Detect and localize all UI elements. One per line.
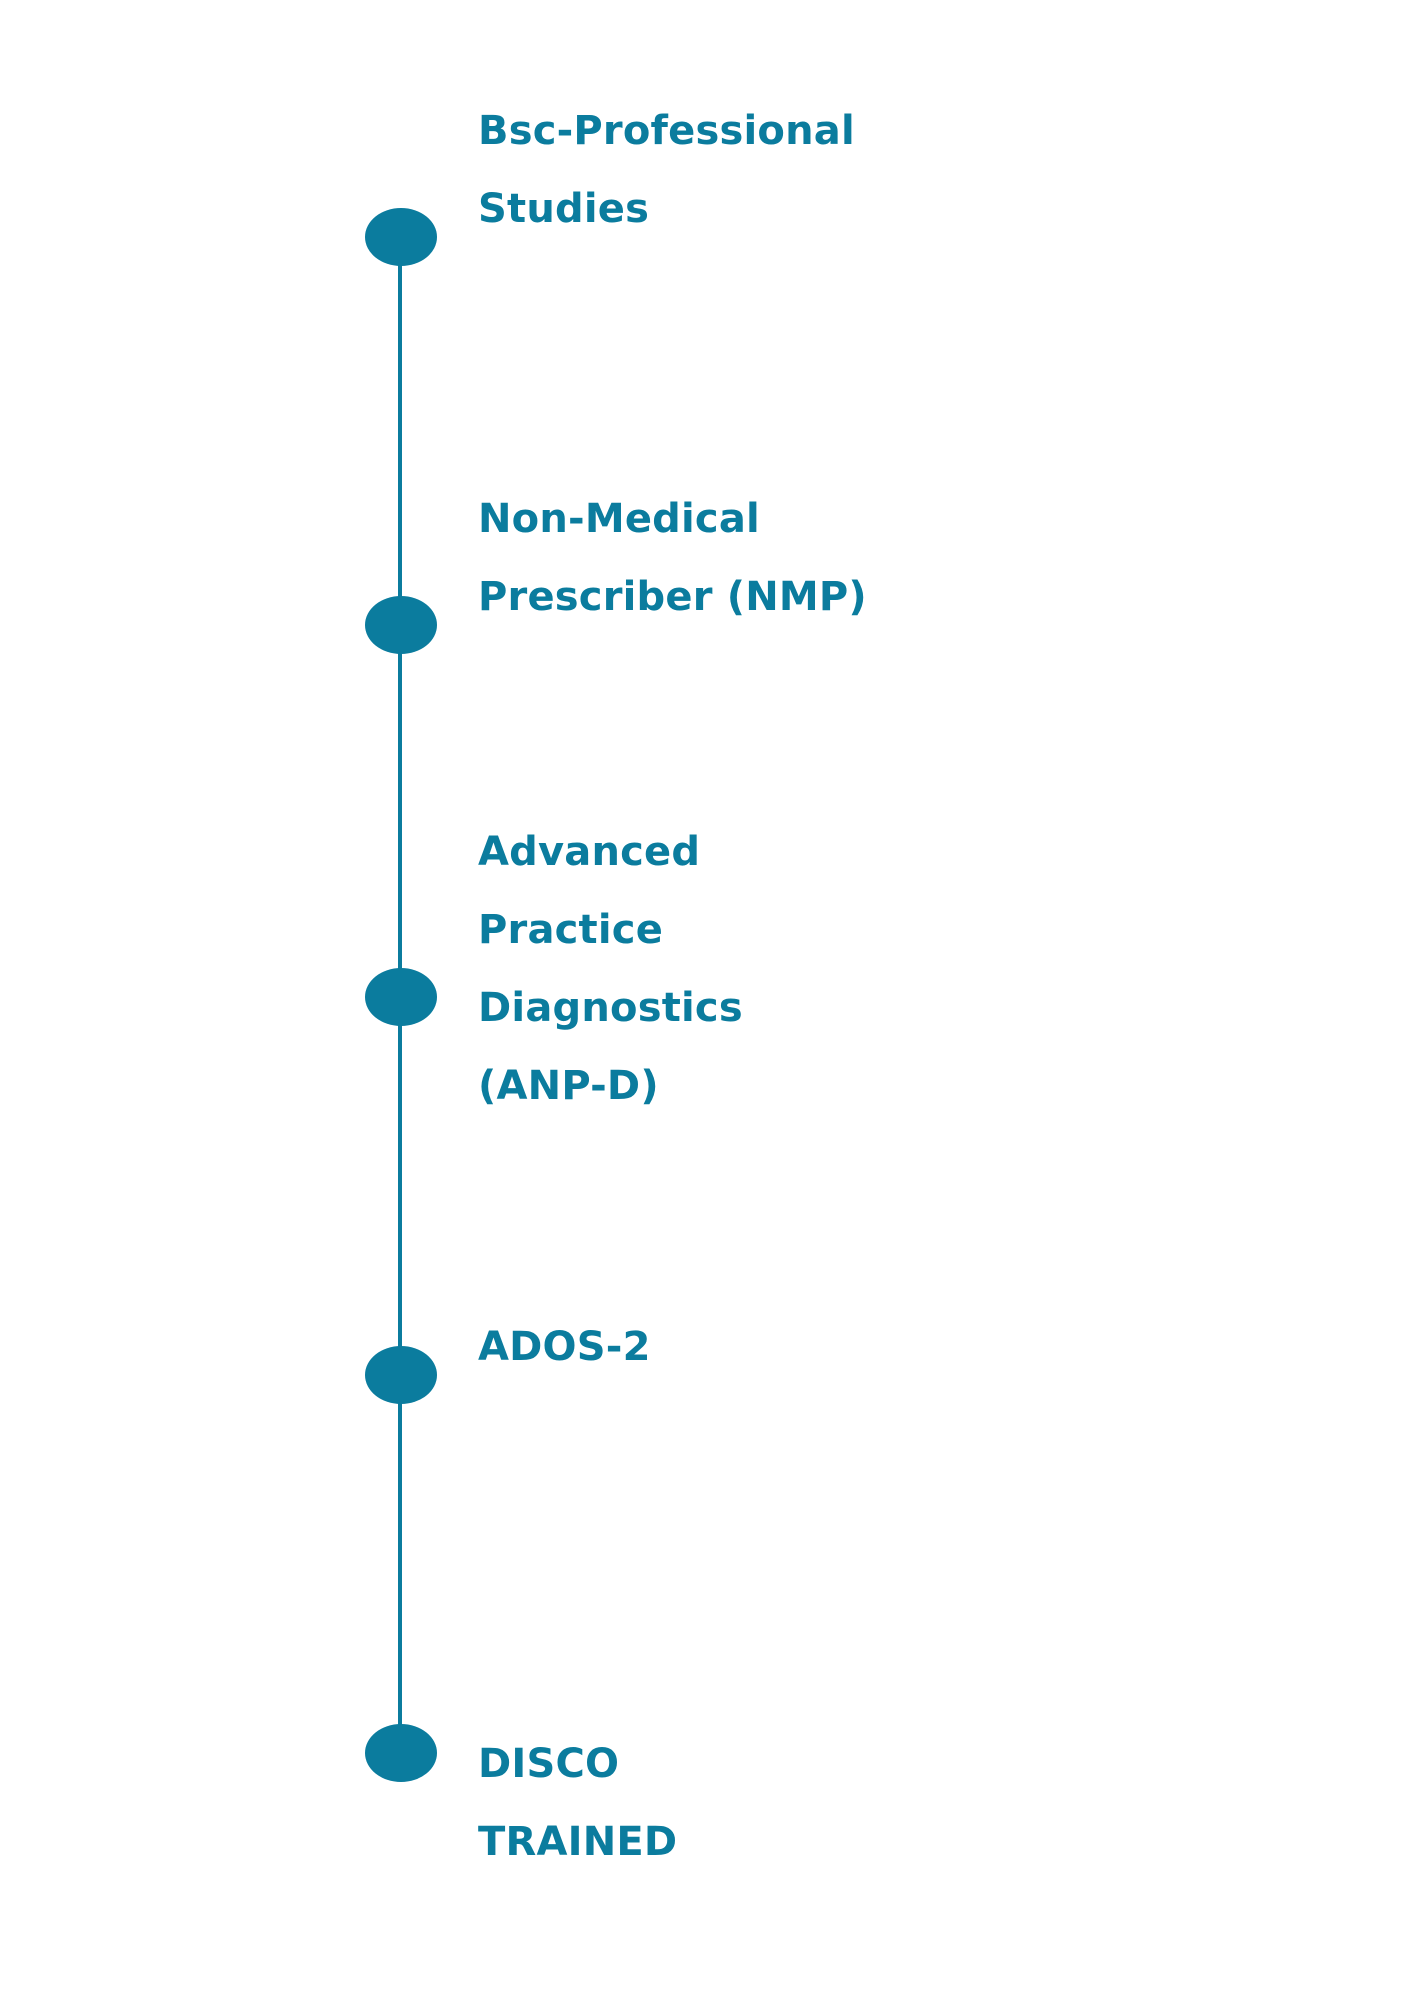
timeline-label-4: ADOS-2	[478, 1324, 651, 1370]
timeline-marker-dot-5[interactable]	[365, 1724, 437, 1782]
timeline-marker-dot-3[interactable]	[365, 968, 437, 1026]
timeline-label-2: Non-Medical Prescriber (NMP)	[478, 496, 867, 620]
timeline-marker-dot-4[interactable]	[365, 1346, 437, 1404]
timeline-label-1: Bsc-Professional Studies	[478, 108, 855, 232]
timeline-marker-dot-2[interactable]	[365, 596, 437, 654]
timeline-label-5: DISCO TRAINED	[478, 1741, 678, 1865]
timeline-label-3: Advanced Practice Diagnostics (ANP-D)	[478, 829, 743, 1109]
timeline-marker-dot-1[interactable]	[365, 208, 437, 266]
